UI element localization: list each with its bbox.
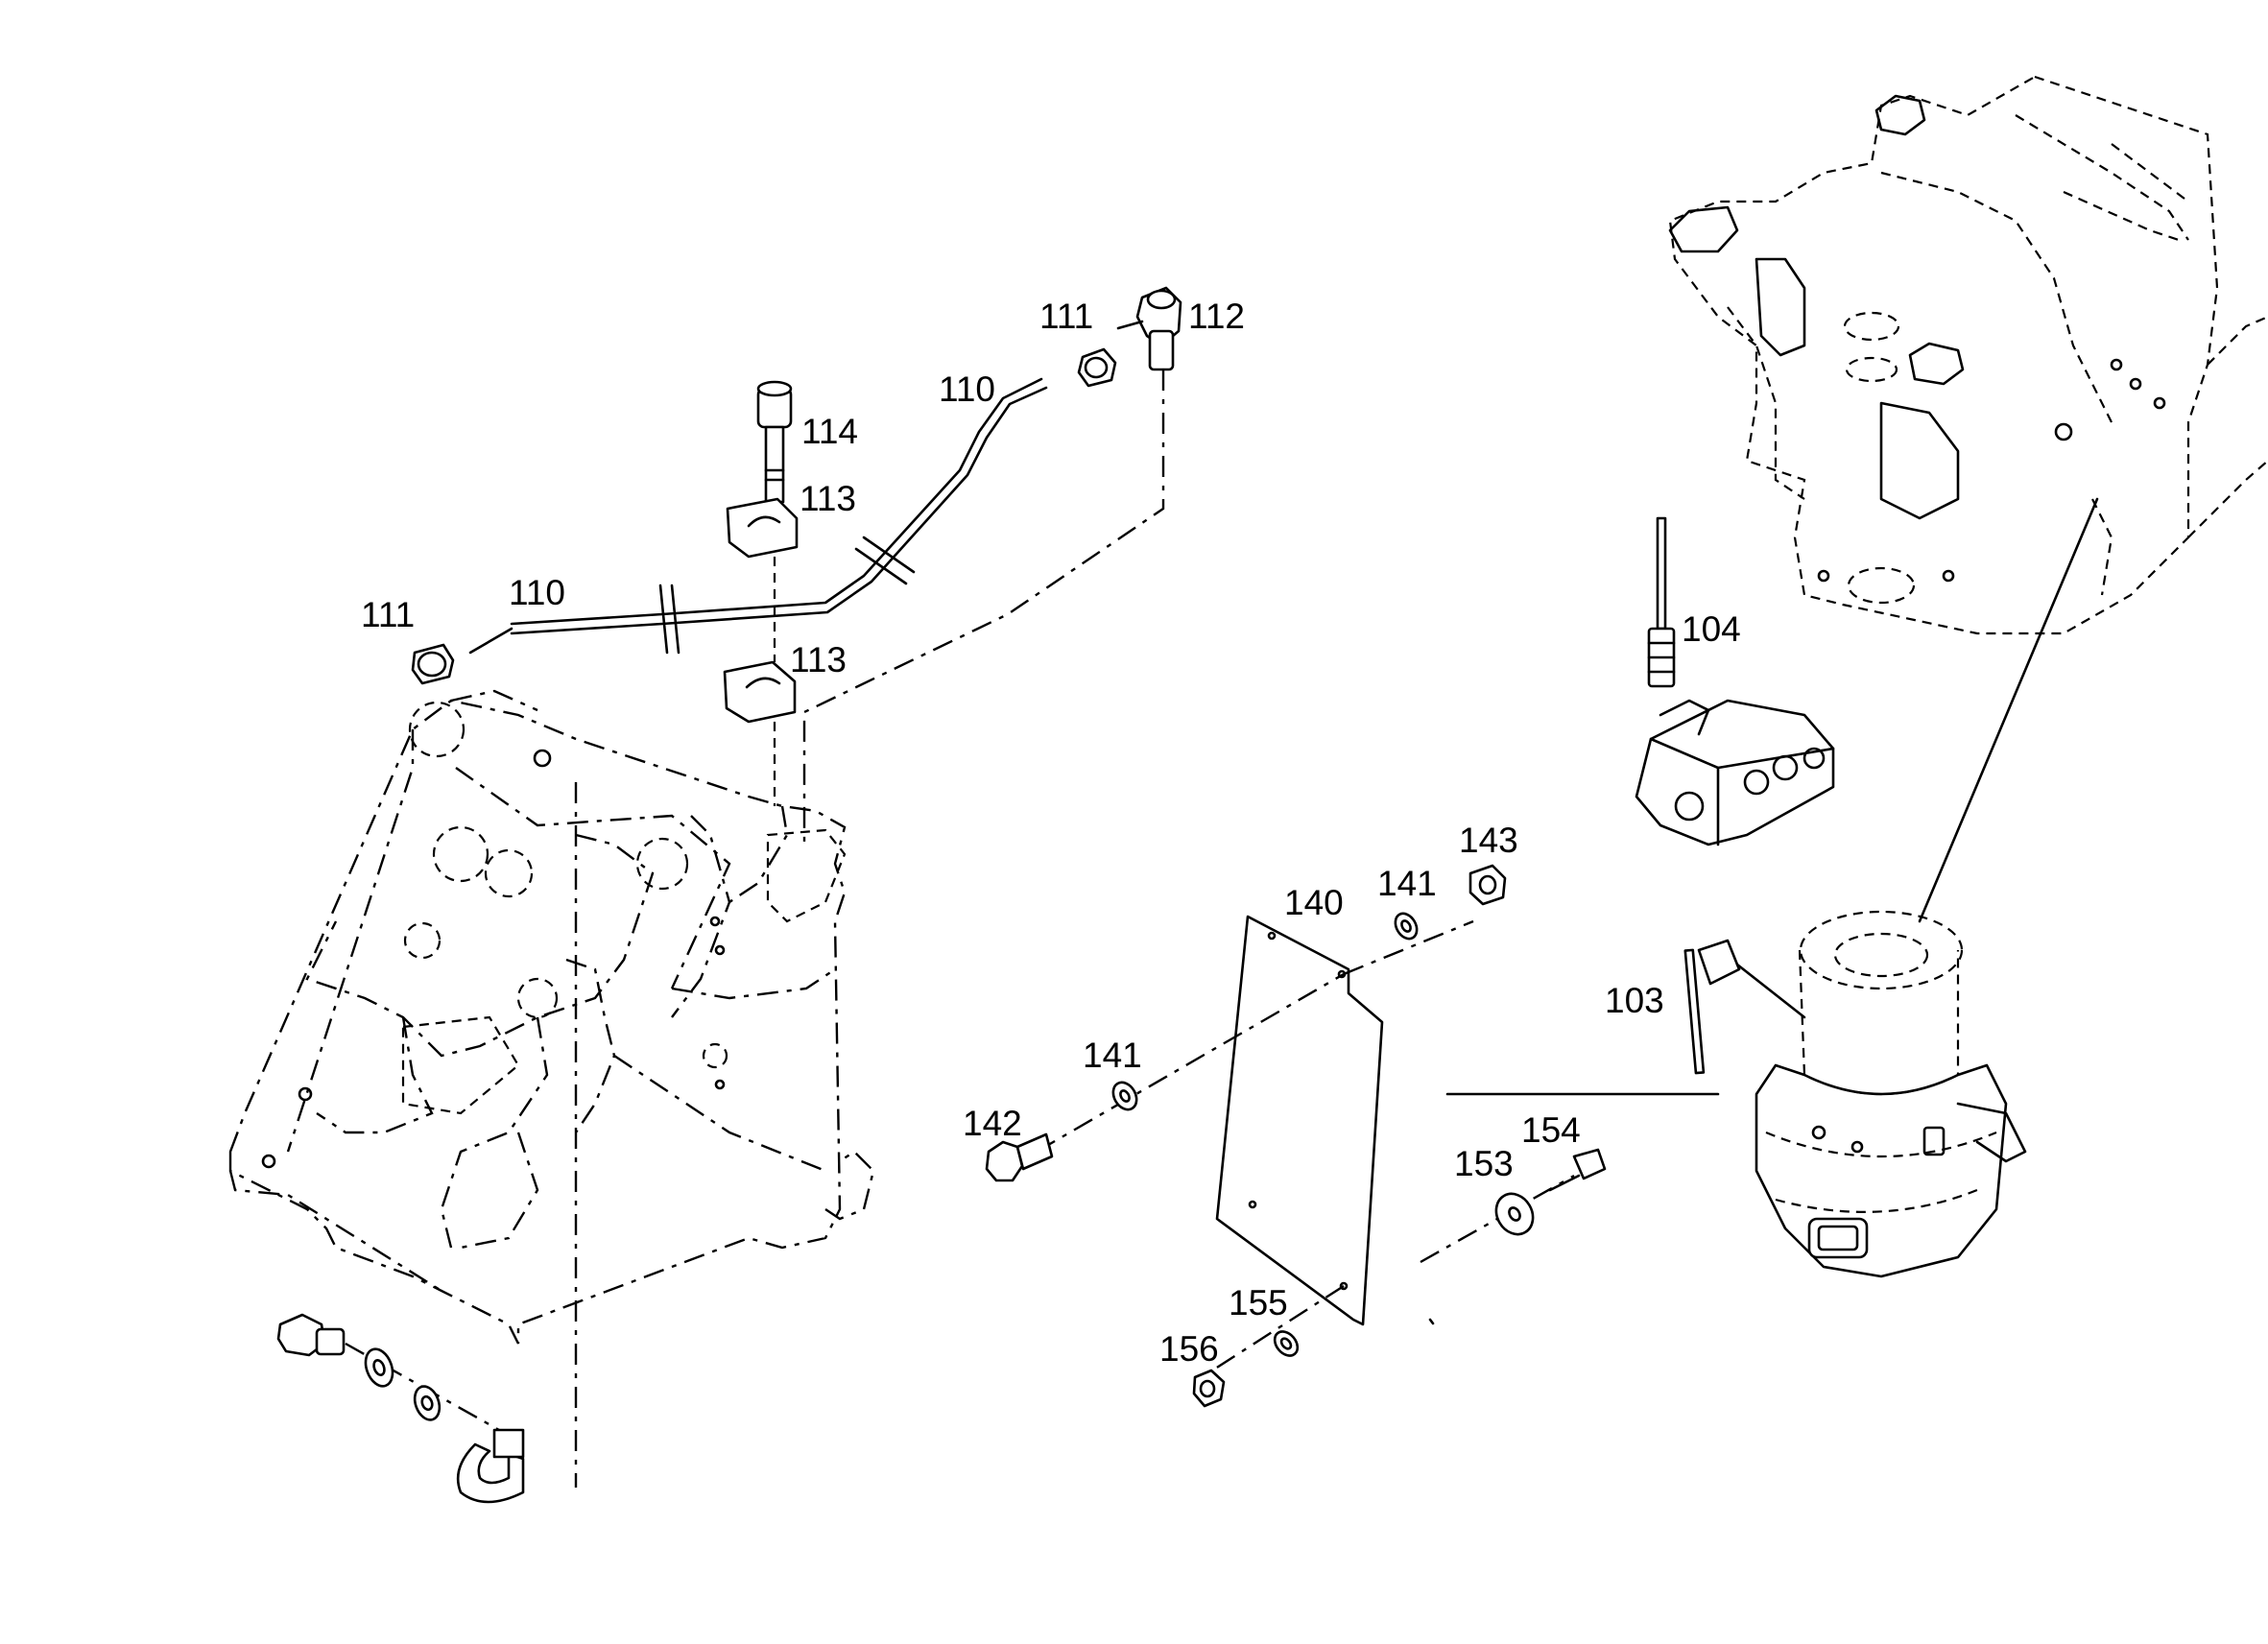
tick-mark: [1428, 1318, 1435, 1325]
callout-140: 140: [1284, 883, 1344, 922]
callout-103: 103: [1605, 981, 1664, 1020]
pin-103: [1683, 939, 1806, 1075]
callout-141: 141: [1083, 1036, 1142, 1075]
leader-line: [1208, 1284, 1345, 1374]
nut-111-left: [411, 643, 455, 685]
callout-111: 111: [1039, 297, 1093, 336]
callout-110: 110: [509, 573, 565, 612]
pump-motor-unit: [1755, 910, 2027, 1278]
callout-154: 154: [1521, 1110, 1581, 1150]
bolt-142: [985, 1132, 1054, 1182]
leader-line: [1343, 919, 1474, 976]
rod-104: [1647, 516, 1676, 688]
washer-left-2: [413, 1385, 442, 1421]
valve-block: [1635, 699, 1835, 846]
washer-141-lower: [1111, 1081, 1138, 1111]
bolt-left-lower: [276, 1313, 346, 1357]
callout-104: 104: [1682, 609, 1741, 649]
leader-line: [802, 369, 1165, 845]
frame-weldment: [228, 689, 875, 1345]
washer-155: [1273, 1330, 1300, 1357]
screw-154: [1548, 1148, 1607, 1192]
callout-143: 143: [1459, 821, 1518, 860]
callout-110: 110: [939, 369, 995, 409]
callout-155: 155: [1229, 1283, 1288, 1322]
clamp-113-upper: [726, 497, 799, 559]
nut-111-top: [1077, 347, 1117, 388]
screw-114: [756, 380, 793, 504]
axle-link-line: [1918, 497, 2099, 923]
washer-141-top: [1394, 912, 1419, 941]
callout-156: 156: [1159, 1329, 1219, 1369]
clamp-113-lower: [723, 660, 797, 724]
washer-153: [1494, 1192, 1535, 1236]
bracket-plate-140: [1215, 915, 1384, 1326]
callout-112: 112: [1188, 297, 1245, 336]
pipe-clip-left: [456, 1428, 525, 1504]
nut-156: [1192, 1369, 1226, 1408]
leader-line: [1036, 972, 1345, 1154]
nut-143: [1468, 864, 1507, 906]
callout-142: 142: [963, 1104, 1022, 1143]
callout-113: 113: [800, 479, 856, 518]
axle-housing: [1668, 75, 2268, 635]
tee-fitting-112: [1116, 286, 1182, 371]
callout-111: 111: [361, 595, 415, 634]
callout-141: 141: [1377, 864, 1437, 903]
callout-153: 153: [1454, 1144, 1514, 1183]
callout-113: 113: [790, 640, 847, 679]
callout-114: 114: [801, 412, 858, 451]
washer-left-1: [364, 1347, 394, 1388]
pipe-110: [468, 377, 1048, 655]
